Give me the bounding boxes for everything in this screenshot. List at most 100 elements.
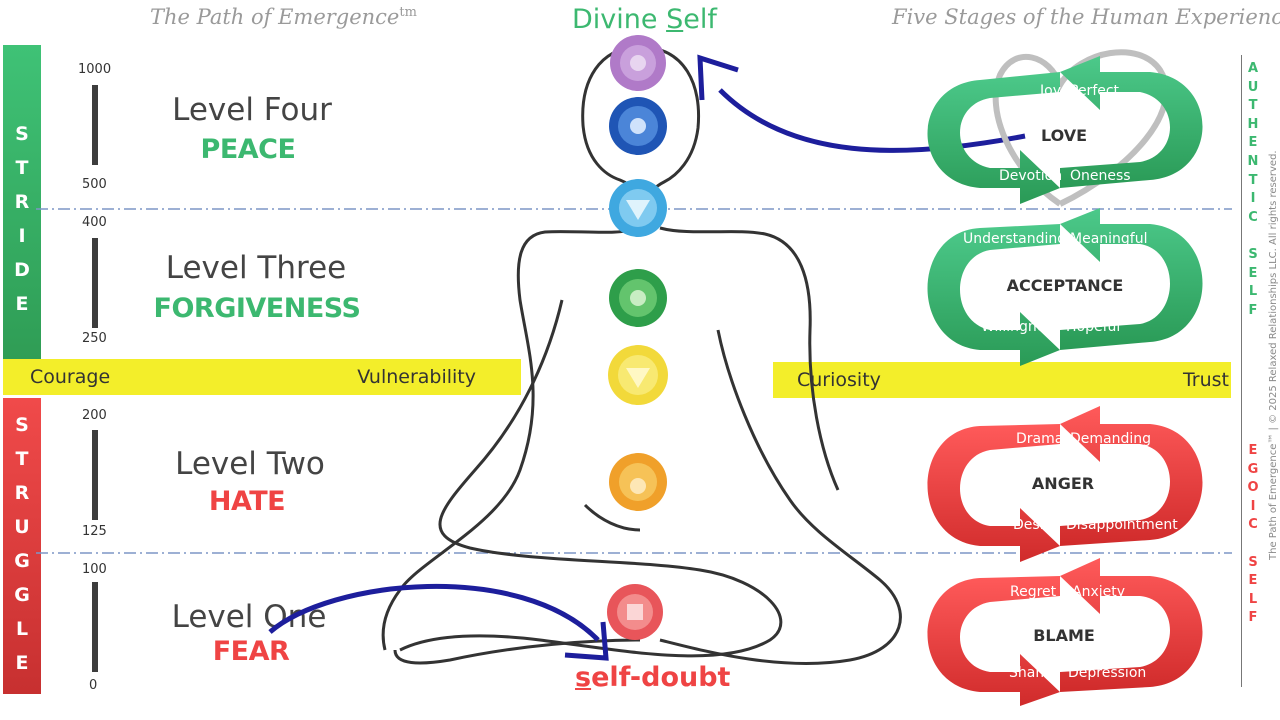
divine-self-title: Divine Self bbox=[572, 4, 717, 35]
struggle-letter: L bbox=[15, 618, 29, 640]
struggle-letter: U bbox=[14, 516, 30, 538]
cycle-blame-tr: Anxiety bbox=[1072, 584, 1126, 600]
blame-cycle-arrows bbox=[927, 558, 1203, 706]
anger-cycle-arrows bbox=[927, 406, 1203, 562]
self-doubt-rest: elf-doubt bbox=[591, 662, 731, 693]
love-to-divine-arrow bbox=[718, 88, 1026, 153]
authentic-letter: S bbox=[1248, 246, 1258, 262]
acceptance-cycle-arrows bbox=[927, 208, 1203, 366]
scale-125: 125 bbox=[82, 524, 107, 539]
scale-200: 200 bbox=[82, 408, 107, 423]
level-three-word: FORGIVENESS bbox=[153, 293, 361, 324]
self-doubt-label: self-doubt bbox=[575, 662, 730, 693]
right-leg-outline bbox=[659, 329, 902, 665]
authentic-letter: T bbox=[1248, 172, 1258, 188]
struggle-letter: G bbox=[14, 584, 30, 606]
authentic-letter: E bbox=[1248, 135, 1258, 151]
divine-self-part-1: Divine bbox=[572, 4, 667, 35]
feet-outline bbox=[393, 638, 641, 665]
authentic-letter: H bbox=[1247, 116, 1259, 132]
egoic-letter: G bbox=[1247, 461, 1259, 477]
cycle-acceptance-center: ACCEPTANCE bbox=[1006, 276, 1124, 295]
cycle-blame-tl: Regret bbox=[1010, 584, 1057, 600]
level-one-name: Level One bbox=[171, 599, 327, 635]
scale-1000: 1000 bbox=[78, 62, 112, 77]
right-body-outline bbox=[659, 226, 840, 491]
self-doubt-underline: s bbox=[575, 662, 592, 693]
authentic-letter: C bbox=[1248, 209, 1258, 225]
curiosity-band: Curiosity Trust bbox=[773, 362, 1231, 398]
level-two-name: Level Two bbox=[175, 446, 325, 482]
divine-self-underline: S bbox=[666, 4, 684, 35]
authentic-letter: E bbox=[1248, 265, 1258, 281]
app-title-text: The Path of Emergence bbox=[150, 5, 400, 29]
lap-outline bbox=[583, 503, 641, 532]
cycle-acceptance-bl: Willingness bbox=[981, 319, 1060, 335]
throat-chakra-icon bbox=[609, 179, 667, 237]
egoic-letter: C bbox=[1248, 517, 1258, 533]
egoic-letter: E bbox=[1248, 573, 1258, 589]
authentic-letter: I bbox=[1250, 191, 1256, 207]
authentic-letter: L bbox=[1248, 284, 1258, 300]
cycle-love-bl: Devotion bbox=[999, 168, 1063, 184]
cycle-love-tr: Perfect bbox=[1070, 83, 1120, 99]
love-cycle-arrows bbox=[927, 56, 1203, 204]
scale-0: 0 bbox=[89, 678, 98, 693]
struggle-letter: E bbox=[15, 652, 29, 674]
courage-band: Courage Vulnerability bbox=[3, 359, 521, 395]
stride-letter: I bbox=[18, 225, 26, 247]
level-two-word: HATE bbox=[208, 486, 286, 517]
sacral-chakra-icon bbox=[609, 453, 667, 511]
egoic-letter: E bbox=[1248, 443, 1258, 458]
level-one-word: FEAR bbox=[212, 636, 290, 667]
cycle-love-br: Oneness bbox=[1070, 168, 1131, 184]
authentic-letter: U bbox=[1247, 79, 1259, 95]
cycle-love-tl: Joy bbox=[1040, 83, 1061, 99]
cycle-blame-bl: Shame bbox=[1009, 665, 1058, 681]
cycle-anger-br: Disappointment bbox=[1066, 517, 1178, 533]
authentic-letter: F bbox=[1248, 302, 1258, 318]
cycle-love-center: LOVE bbox=[1040, 126, 1088, 145]
third-eye-chakra-icon bbox=[609, 97, 667, 155]
scale-line-3 bbox=[92, 238, 98, 328]
scale-250: 250 bbox=[82, 331, 107, 346]
fear-to-selfdoubt-arrow bbox=[268, 584, 600, 642]
struggle-letter: R bbox=[14, 482, 30, 504]
copyright-notice: The Path of Emergence™ | © 2025 Relaxed … bbox=[1268, 150, 1279, 560]
root-chakra-icon bbox=[607, 584, 663, 640]
trademark-mark: tm bbox=[399, 5, 417, 20]
band-courage: Courage bbox=[30, 366, 111, 388]
cycle-blame-br: Depression bbox=[1068, 665, 1147, 681]
level-four-name: Level Four bbox=[172, 92, 332, 128]
cycle-acceptance-tr: Meaningful bbox=[1070, 231, 1148, 247]
app-title: The Path of Emergencetm bbox=[150, 5, 417, 29]
level-four-word: PEACE bbox=[200, 134, 296, 165]
divine-self-part-2: elf bbox=[683, 4, 717, 35]
crown-chakra-icon bbox=[610, 35, 666, 91]
stride-letter: D bbox=[14, 259, 30, 281]
stride-letter: T bbox=[15, 157, 29, 179]
egoic-letter bbox=[1251, 535, 1256, 554]
solar-plexus-chakra-icon bbox=[608, 345, 668, 405]
band-trust: Trust bbox=[1182, 369, 1229, 391]
scale-line-4 bbox=[92, 85, 98, 165]
cycle-anger-bl: Desire bbox=[1013, 517, 1058, 533]
heart-outline-icon bbox=[992, 49, 1169, 207]
right-divider-line bbox=[1241, 55, 1242, 687]
cycle-anger-tl: Drama bbox=[1016, 431, 1064, 447]
authentic-letter bbox=[1251, 227, 1256, 246]
struggle-letter: G bbox=[14, 550, 30, 572]
authentic-letter: A bbox=[1247, 61, 1259, 76]
scale-100: 100 bbox=[82, 562, 107, 577]
stages-title: Five Stages of the Human Experience bbox=[892, 5, 1280, 29]
cycle-blame-center: BLAME bbox=[1033, 626, 1095, 645]
heart-chakra-icon bbox=[609, 269, 667, 327]
authentic-letter: T bbox=[1248, 98, 1258, 114]
egoic-letter: S bbox=[1248, 554, 1258, 570]
